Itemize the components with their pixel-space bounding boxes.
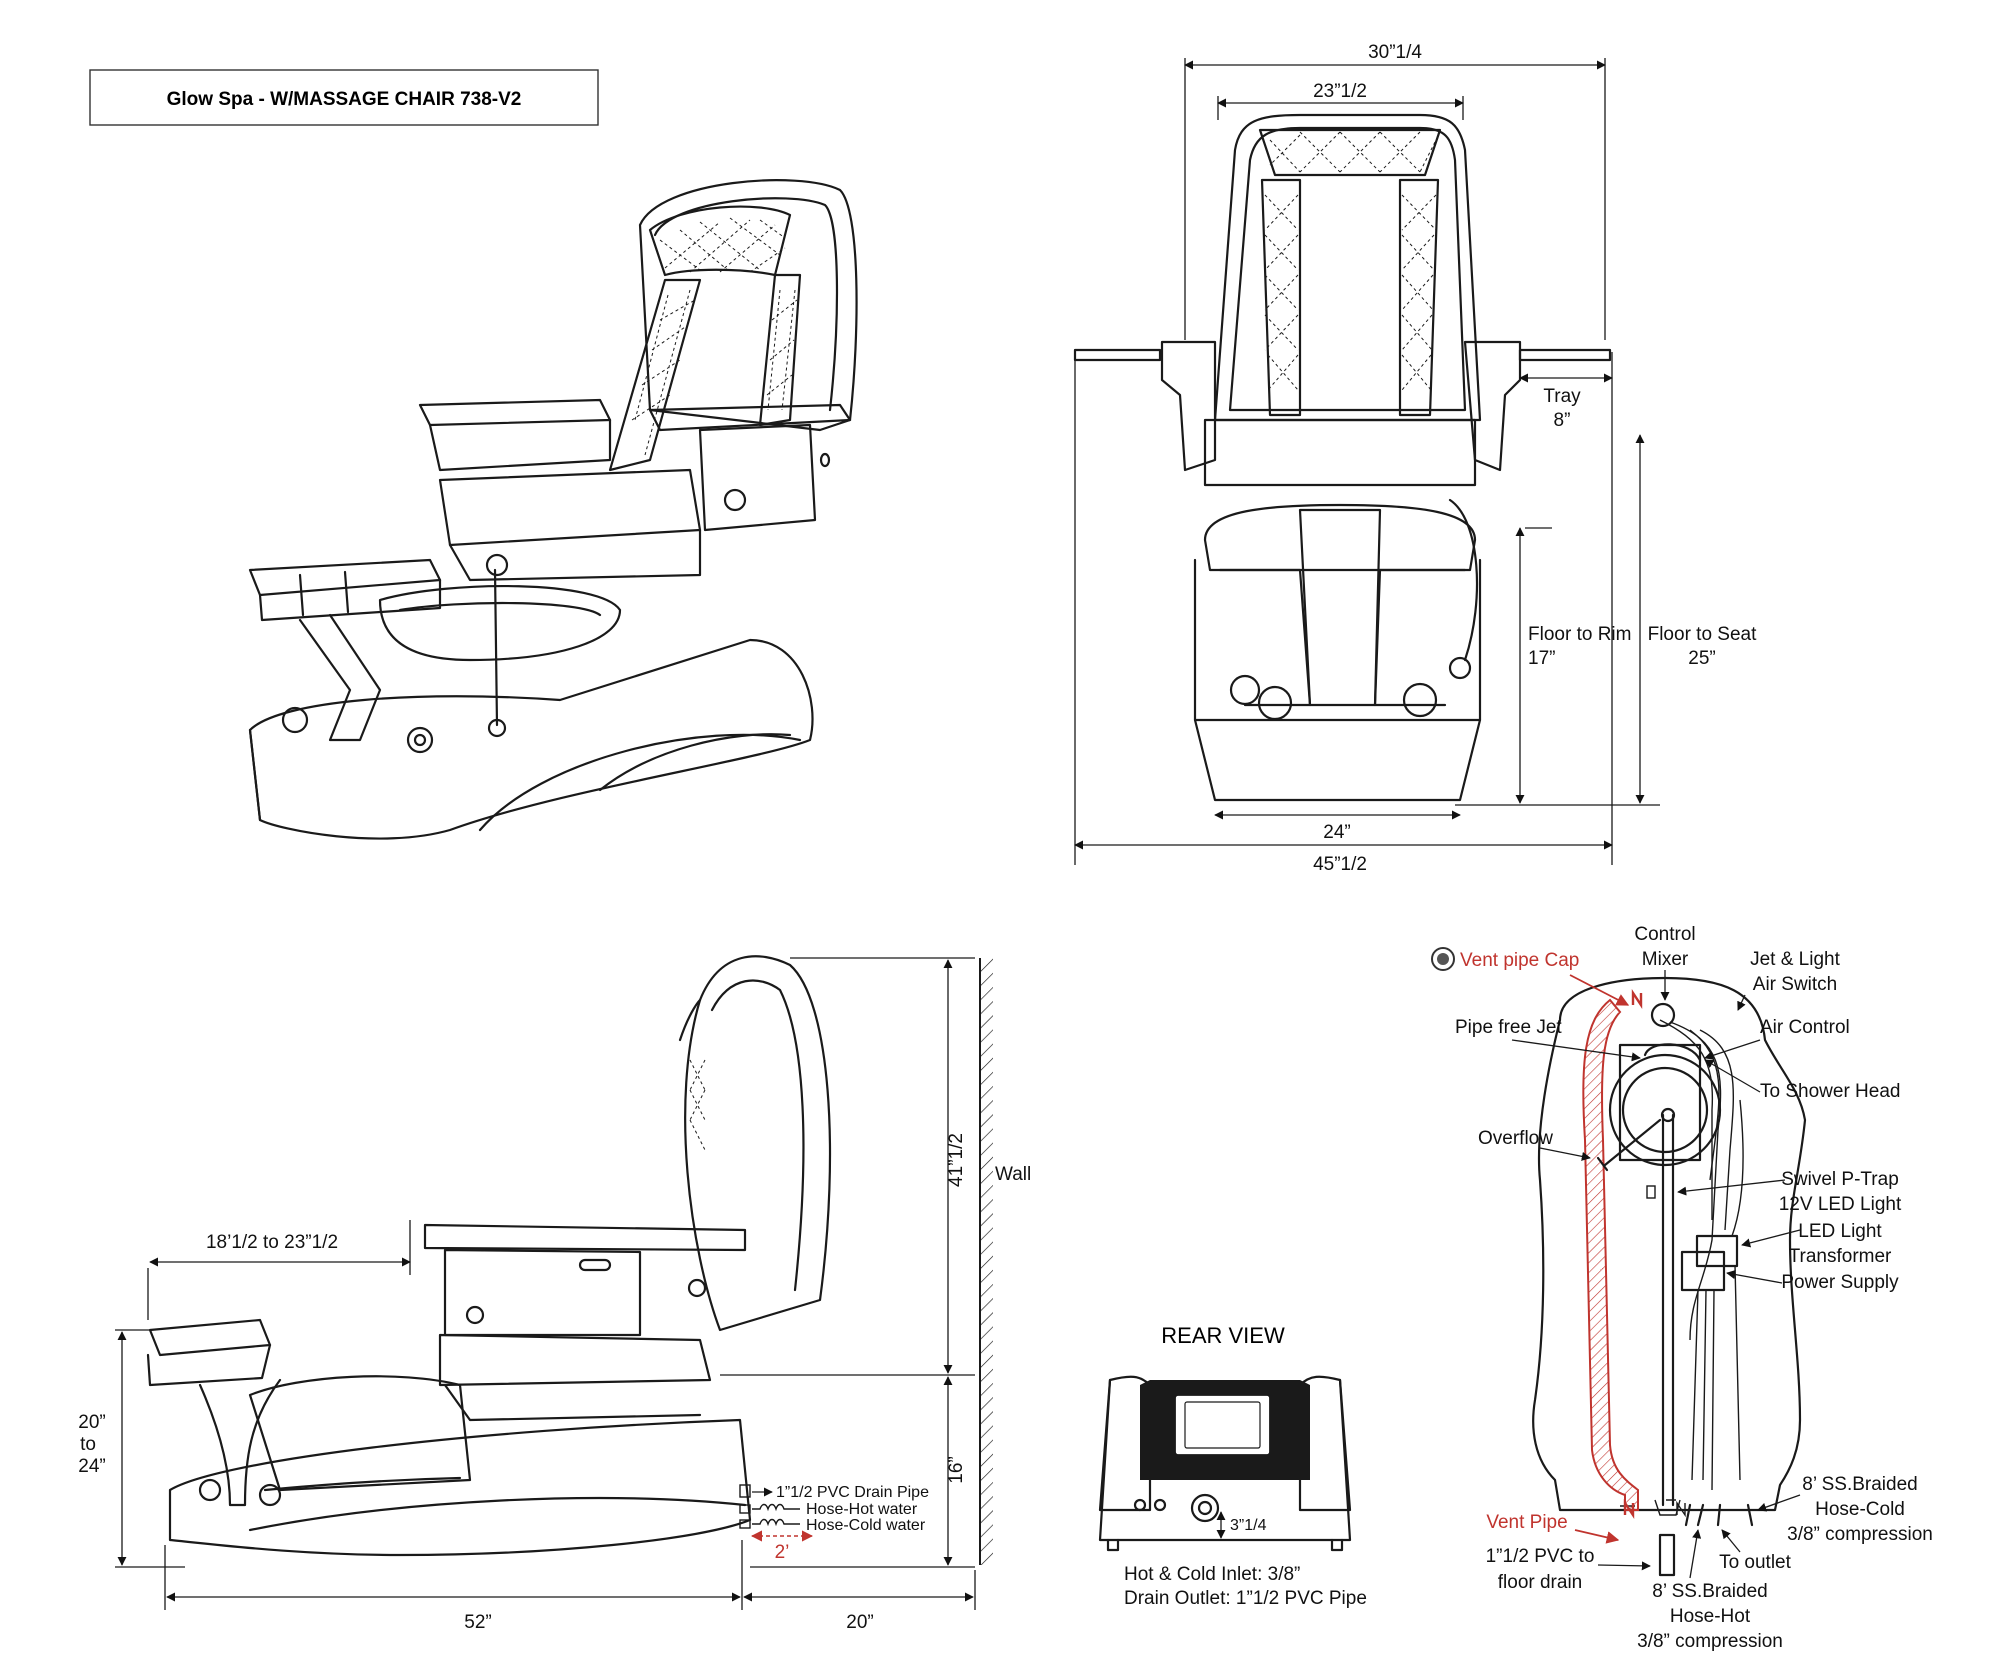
label-braided-cold-3: 3/8” compression [1787, 1524, 1933, 1545]
dim-overall-width: 45”1/2 [1313, 854, 1367, 875]
title-box: Glow Spa - W/MASSAGE CHAIR 738-V2 [89, 69, 599, 126]
side-view: Wall 1”1/2 PVC Drain Pipe [78, 955, 1031, 1633]
label-braided-hot-1: 8’ SS.Braided [1652, 1581, 1767, 1602]
dim-footrest-range: 18’1/2 to 23”1/2 [206, 1232, 338, 1253]
label-braided-hot-2: Hose-Hot [1670, 1606, 1751, 1627]
label-vent-pipe-cap: Vent pipe Cap [1460, 950, 1579, 971]
label-braided-hot-3: 3/8” compression [1637, 1631, 1783, 1652]
note-inlet: Hot & Cold Inlet: 3/8” [1124, 1564, 1300, 1585]
label-overflow: Overflow [1478, 1128, 1553, 1149]
note-outlet: Drain Outlet: 1”1/2 PVC Pipe [1124, 1588, 1367, 1609]
label-jet-light-2: Air Switch [1753, 974, 1837, 995]
front-view: 30”1/4 23”1/2 Tray 8” Floor to Rim 17” F… [1073, 42, 1757, 875]
label-led-transformer-1: LED Light [1798, 1221, 1882, 1242]
dim-tray-label: Tray [1543, 386, 1581, 407]
dim-back-width: 23”1/2 [1313, 81, 1367, 102]
label-braided-cold-1: 8’ SS.Braided [1802, 1474, 1917, 1495]
label-hose-hot: Hose-Hot water [806, 1501, 918, 1518]
dim-floor-to-seat-label: Floor to Seat [1648, 624, 1757, 645]
label-to-outlet: To outlet [1719, 1552, 1792, 1573]
label-led-transformer-2: Transformer [1789, 1246, 1892, 1267]
label-control-mixer-2: Mixer [1642, 949, 1689, 970]
dim-wall-clearance: 20” [846, 1612, 873, 1633]
label-pvc-floor-2: floor drain [1498, 1572, 1583, 1593]
label-led-light-12v: 12V LED Light [1779, 1194, 1902, 1215]
label-pipe-free-jet: Pipe free Jet [1455, 1017, 1562, 1038]
label-jet-light-1: Jet & Light [1750, 949, 1840, 970]
dim-footrest-height-bottom: 24” [78, 1456, 105, 1477]
label-braided-cold-2: Hose-Cold [1815, 1499, 1905, 1520]
label-to-shower-head: To Shower Head [1760, 1081, 1900, 1102]
label-power-supply: Power Supply [1781, 1272, 1899, 1293]
plumbing-diagram: Vent pipe Cap Control Mixer Jet & Light … [1431, 924, 1933, 1652]
label-pvc-floor-1: 1”1/2 PVC to [1486, 1546, 1595, 1567]
label-vent-pipe: Vent Pipe [1486, 1512, 1567, 1533]
dim-length: 52” [464, 1612, 491, 1633]
dim-base-height: 16” [946, 1456, 967, 1483]
dim-footrest-height-mid: to [80, 1434, 96, 1455]
perspective-view [248, 179, 858, 840]
dim-inlet-height: 3”1/4 [1230, 1517, 1267, 1534]
label-air-control: Air Control [1760, 1017, 1850, 1038]
dim-floor-to-rim-value: 17” [1528, 648, 1555, 669]
dim-back-height: 41”1/2 [946, 1133, 967, 1187]
dim-floor-to-seat-value: 25” [1688, 648, 1715, 669]
page-title: Glow Spa - W/MASSAGE CHAIR 738-V2 [167, 89, 522, 110]
dim-base-width: 24” [1323, 822, 1350, 843]
label-drain-pipe: 1”1/2 PVC Drain Pipe [776, 1484, 929, 1501]
rear-view: REAR VIEW 3”1/4 Hot & Cold Inlet: 3/8” D… [1098, 1323, 1367, 1609]
dim-tray-value: 8” [1554, 410, 1571, 431]
label-swivel-p-trap: Swivel P-Trap [1781, 1169, 1899, 1190]
label-hose-cold: Hose-Cold water [806, 1517, 926, 1534]
dim-floor-to-rim-label: Floor to Rim [1528, 624, 1631, 645]
dim-footrest-height-top: 20” [78, 1412, 105, 1433]
rear-view-heading: REAR VIEW [1161, 1323, 1285, 1348]
label-hose-spacing: 2’ [775, 1542, 790, 1563]
wall-label: Wall [995, 1164, 1031, 1185]
label-control-mixer-1: Control [1634, 924, 1695, 945]
dim-overall-top-width: 30”1/4 [1368, 42, 1422, 63]
